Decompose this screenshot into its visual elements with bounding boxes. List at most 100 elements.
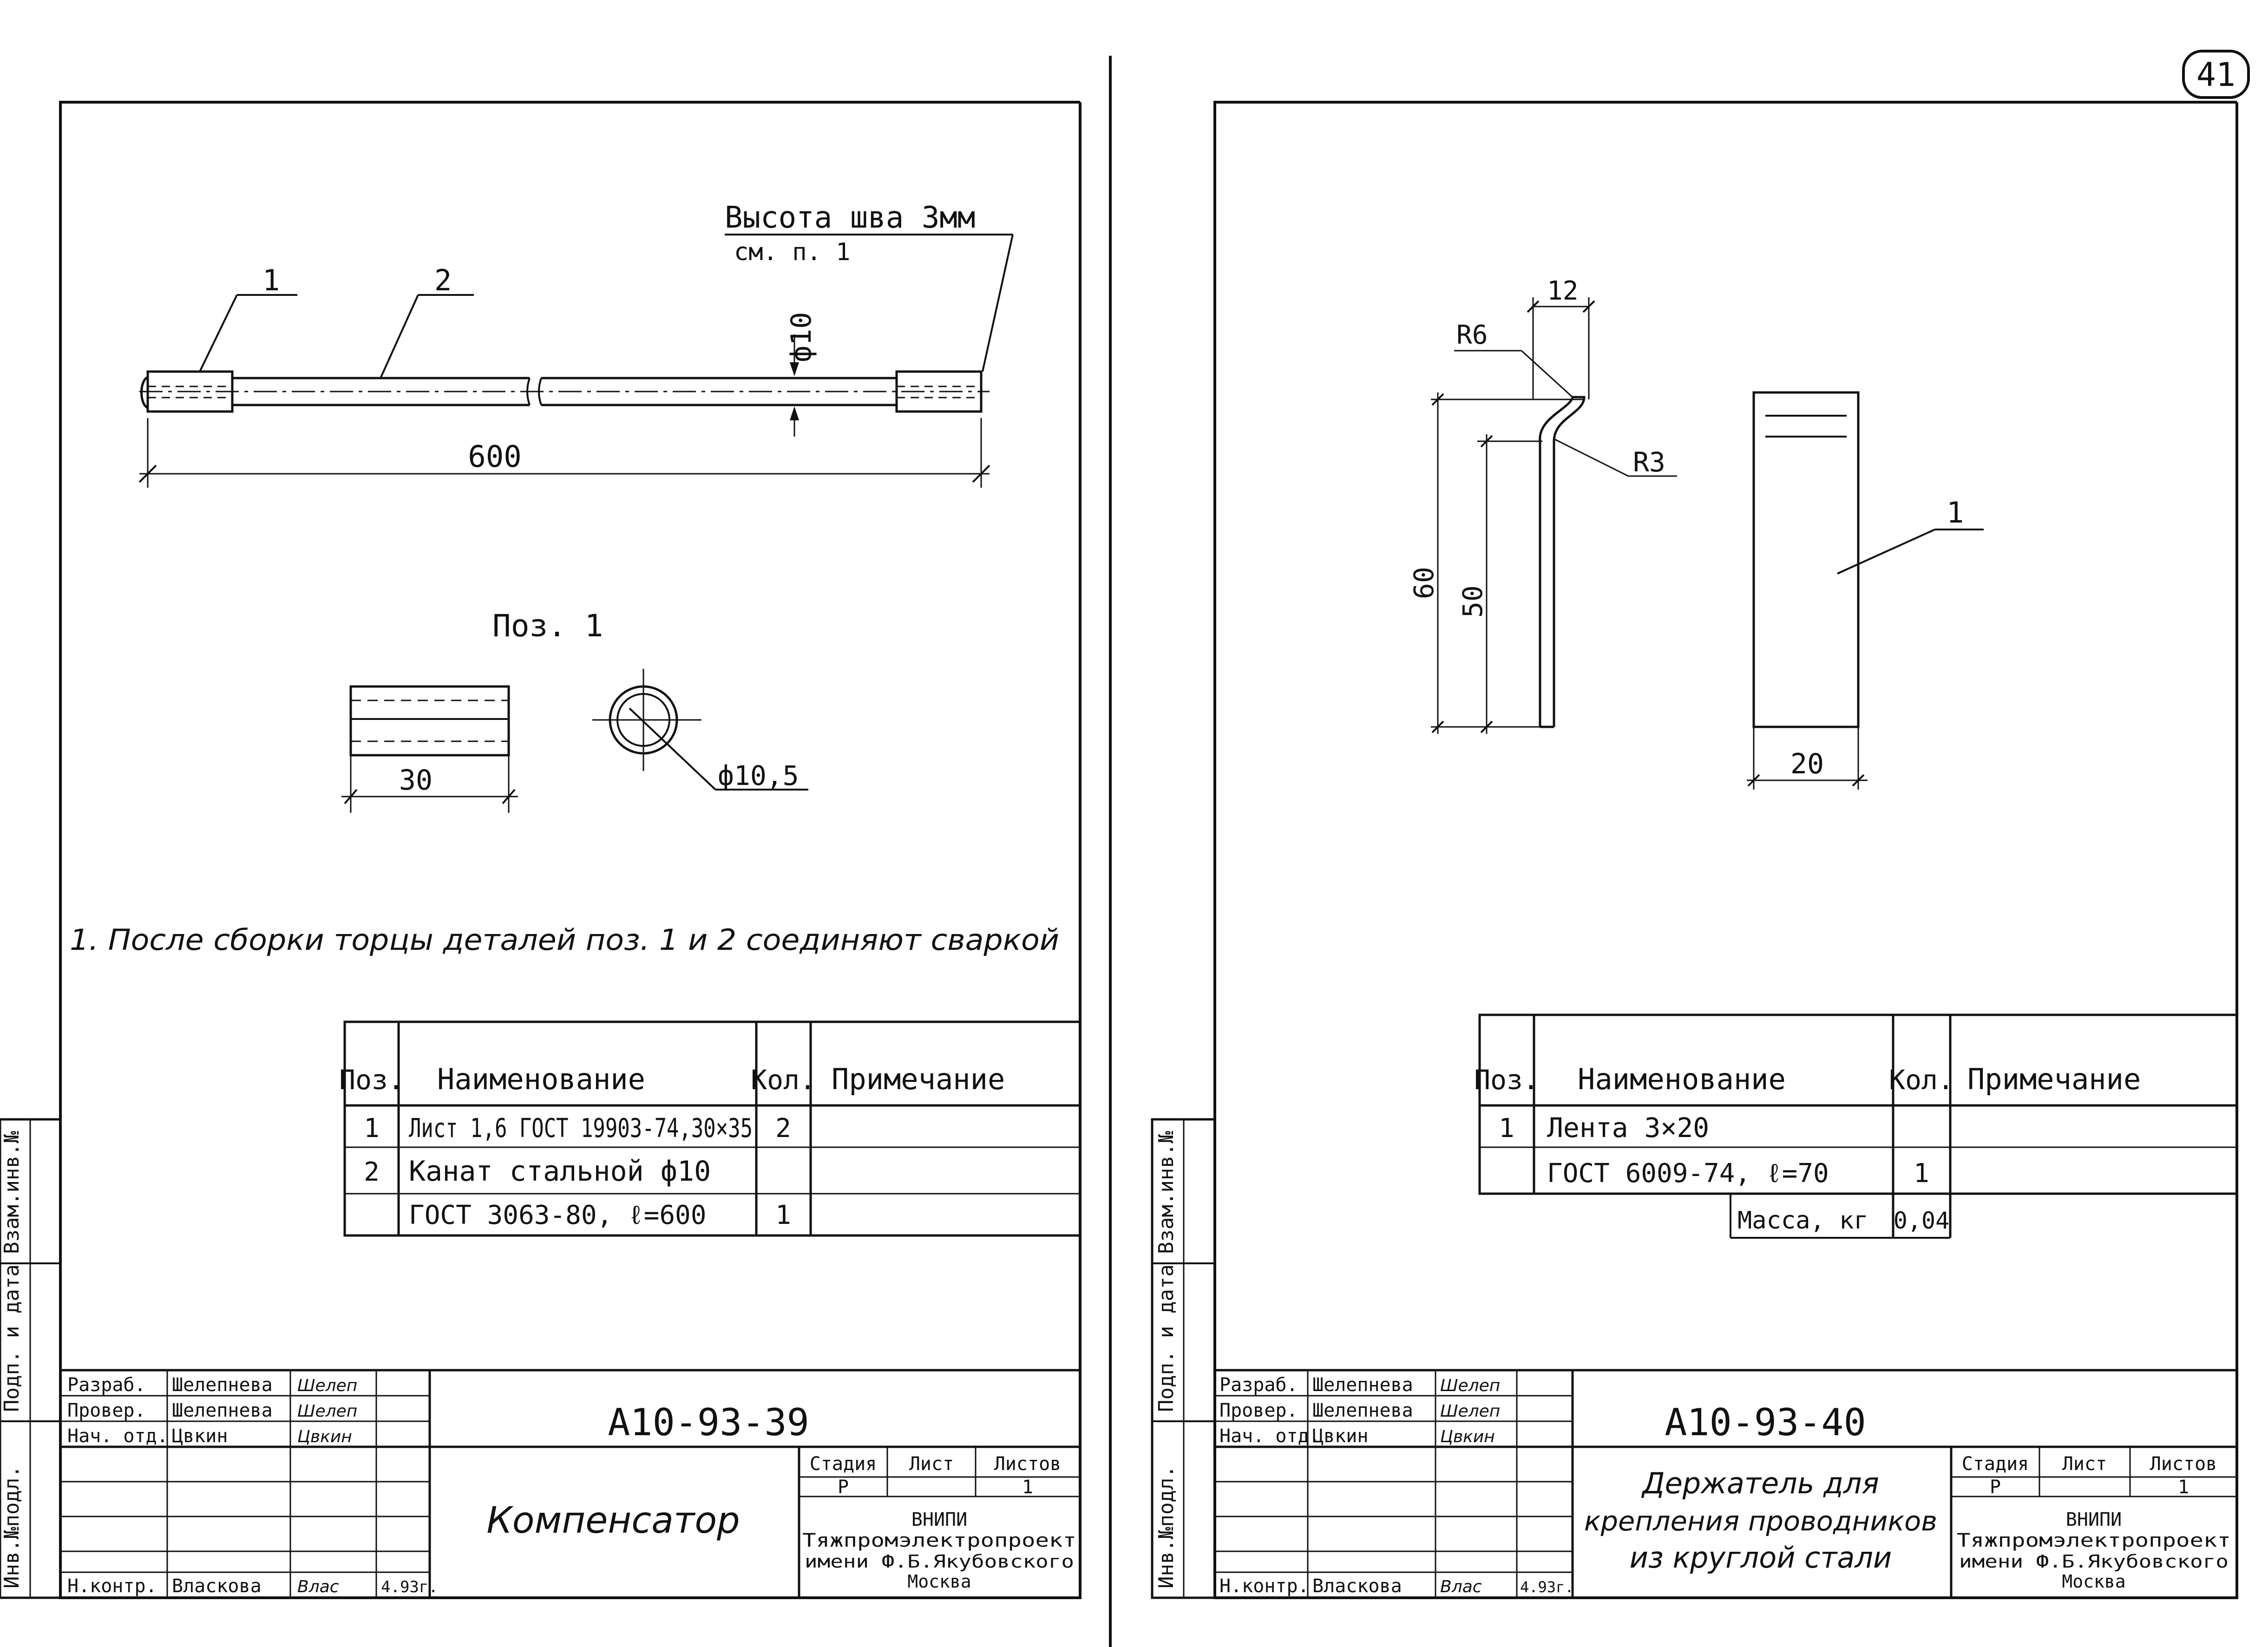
org-name: имени Ф.Б.Якубовского bbox=[1959, 1551, 2229, 1572]
mass-label: Масса, кг bbox=[1737, 1207, 1868, 1235]
table-header-note: Примечание bbox=[832, 1062, 1005, 1096]
stamp-label: Подп. и дата bbox=[0, 1264, 24, 1412]
mass-value: 0,04 bbox=[1894, 1207, 1949, 1234]
weld-note-line1: Высота шва 3мм bbox=[725, 201, 975, 235]
table-cell: 2 bbox=[364, 1157, 380, 1187]
table-cell: 1 bbox=[1914, 1158, 1929, 1189]
radius-r3-label: R3 bbox=[1633, 446, 1665, 478]
table-header-pos: Поз. bbox=[1474, 1064, 1539, 1096]
page-number-badge: 41 bbox=[2182, 50, 2250, 99]
drawing-title-line: крепления проводников bbox=[1584, 1505, 1937, 1537]
table-header-note: Примечание bbox=[1967, 1062, 2141, 1096]
stamp-label: Взам.инв.№ bbox=[1154, 1131, 1178, 1254]
rod-diameter-label: ф10 bbox=[785, 312, 818, 362]
table-cell: 2 bbox=[775, 1113, 791, 1144]
sig-sign: Шелеп bbox=[297, 1376, 357, 1395]
stage-value: Р bbox=[838, 1477, 849, 1498]
dim-height-50: 50 bbox=[1457, 585, 1488, 618]
table-header-qty: Кол. bbox=[1889, 1064, 1954, 1096]
org-name: ВНИПИ bbox=[2066, 1509, 2122, 1530]
sig-sign: Влас bbox=[1440, 1577, 1482, 1596]
holder-side-view: 12 R6 R3 60 50 bbox=[1408, 276, 1677, 734]
sig-name: Шелепнева bbox=[172, 1400, 273, 1421]
drawing-title-line: Держатель для bbox=[1641, 1466, 1879, 1500]
stage-value: Р bbox=[1990, 1477, 2001, 1498]
assembly-note: 1. После сборки торцы деталей поз. 1 и 2… bbox=[70, 923, 1059, 957]
sig-sign: Шелеп bbox=[1440, 1402, 1500, 1421]
radius-r6-label: R6 bbox=[1456, 320, 1488, 350]
org-name: Москва bbox=[907, 1571, 971, 1592]
table-header-name: Наименование bbox=[437, 1062, 645, 1096]
drawing-title-line: из круглой стали bbox=[1630, 1541, 1892, 1575]
sig-role: Провер. bbox=[1219, 1400, 1298, 1421]
stamp-label: Инв.№подл. bbox=[0, 1465, 24, 1588]
detail-diameter-label: ф10,5 bbox=[718, 760, 799, 791]
sig-date: 4.93г. bbox=[381, 1578, 438, 1596]
sig-sign: Цвкин bbox=[297, 1427, 352, 1446]
left-title-block: Разраб. Шелепнева Шелеп Провер. Шелепнев… bbox=[60, 1369, 1080, 1598]
stage-header: Стадия bbox=[810, 1453, 877, 1475]
total-length-label: 600 bbox=[468, 440, 522, 474]
dim-width-top: 12 bbox=[1547, 276, 1578, 306]
table-cell: Лента 3×20 bbox=[1547, 1112, 1709, 1144]
sig-role: Н.контр. bbox=[67, 1575, 157, 1597]
callout-pos2: 2 bbox=[434, 263, 452, 297]
right-sheet: 12 R6 R3 60 50 bbox=[1151, 101, 2238, 1599]
front-callout-pos1: 1 bbox=[1947, 496, 1964, 529]
sig-role: Провер. bbox=[67, 1400, 146, 1421]
compensator-assembly-view: 1 2 Высота шва 3мм см. п. 1 ф10 600 bbox=[138, 201, 1014, 488]
stage-header: Лист bbox=[2062, 1453, 2107, 1475]
left-side-stamps: Взам.инв.№ Подп. и дата Инв.№подл. bbox=[0, 1118, 62, 1599]
sig-role: Нач. отд. bbox=[1219, 1425, 1320, 1447]
sig-sign: Цвкин bbox=[1440, 1427, 1495, 1446]
stage-header: Листов bbox=[994, 1453, 1062, 1475]
callout-pos1: 1 bbox=[262, 263, 280, 297]
right-sheet-frame bbox=[1213, 101, 2238, 1599]
stage-header: Стадия bbox=[1962, 1453, 2029, 1475]
org-name: Москва bbox=[2062, 1571, 2125, 1592]
drawing-code: А10-93-39 bbox=[608, 1401, 809, 1444]
table-cell: ГОСТ 3063-80, ℓ=600 bbox=[409, 1200, 706, 1230]
sig-role: Н.контр. bbox=[1219, 1575, 1309, 1597]
table-cell: Канат стальной ф10 bbox=[409, 1155, 711, 1188]
sig-name: Власкова bbox=[172, 1575, 262, 1597]
sig-sign: Шелеп bbox=[1440, 1376, 1500, 1395]
sig-name: Цвкин bbox=[1312, 1425, 1368, 1447]
table-header-qty: Кол. bbox=[751, 1064, 816, 1096]
dim-width-20: 20 bbox=[1790, 748, 1824, 780]
detail-title: Поз. 1 bbox=[492, 608, 603, 644]
left-spec-table: Поз. Наименование Кол. Примечание 1 Лист… bbox=[339, 1020, 1080, 1237]
right-title-block: Разраб. Шелепнева Шелеп Провер. Шелепнев… bbox=[1215, 1369, 2237, 1598]
drawing-code: А10-93-40 bbox=[1665, 1401, 1866, 1444]
detail-length-label: 30 bbox=[399, 764, 433, 797]
sig-role: Разраб. bbox=[1219, 1374, 1298, 1396]
table-header-pos: Поз. bbox=[339, 1064, 404, 1096]
org-name: имени Ф.Б.Якубовского bbox=[805, 1551, 1074, 1572]
left-sheet-frame bbox=[59, 101, 1082, 1599]
sig-name: Шелепнева bbox=[1312, 1374, 1413, 1396]
stamp-label: Инв.№подл. bbox=[1154, 1465, 1178, 1588]
org-name: Тяжпромэлектропроект bbox=[802, 1530, 1076, 1551]
org-name: Тяжпромэлектропроект bbox=[1957, 1530, 2231, 1551]
stamp-label: Подп. и дата bbox=[1154, 1264, 1178, 1412]
sig-name: Шелепнева bbox=[172, 1374, 273, 1396]
sig-sign: Влас bbox=[297, 1577, 339, 1596]
table-cell: 1 bbox=[364, 1113, 380, 1144]
stage-value: 1 bbox=[2178, 1477, 2189, 1498]
sig-name: Шелепнева bbox=[1312, 1400, 1413, 1421]
stamp-label: Взам.инв.№ bbox=[0, 1131, 24, 1254]
table-cell: 1 bbox=[1499, 1113, 1514, 1144]
page-number: 41 bbox=[2196, 56, 2235, 94]
right-spec-table: Поз. Наименование Кол. Примечание 1 Лент… bbox=[1474, 1013, 2237, 1239]
table-cell: ГОСТ 6009-74, ℓ=70 bbox=[1547, 1158, 1829, 1189]
detail-pos1-view: Поз. 1 30 ф10,5 bbox=[341, 608, 808, 813]
table-cell: 1 bbox=[775, 1200, 791, 1230]
table-cell: Лист 1,6 ГОСТ 19903-74,30×35 bbox=[409, 1113, 753, 1144]
table-header-name: Наименование bbox=[1578, 1062, 1786, 1096]
stage-value: 1 bbox=[1022, 1477, 1033, 1498]
sig-date: 4.93г. bbox=[1520, 1578, 1574, 1596]
stage-header: Листов bbox=[2150, 1453, 2217, 1475]
sig-sign: Шелеп bbox=[297, 1402, 357, 1421]
weld-note-line2: см. п. 1 bbox=[734, 238, 850, 266]
